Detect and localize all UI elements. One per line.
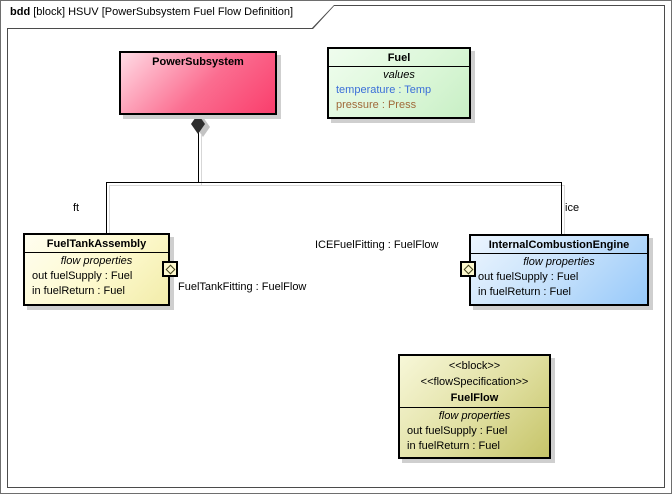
compartment-label: flow properties — [523, 256, 595, 268]
flow-property-out: out fuelSupply : Fuel — [478, 271, 579, 283]
port-fuel-tank-fitting[interactable] — [162, 261, 178, 277]
compartment-label: flow properties — [438, 410, 511, 422]
block-fuel[interactable]: Fuel values temperature : Temp pressure … — [327, 47, 471, 119]
block-internal-combustion-engine[interactable]: InternalCombustionEngine flow properties… — [469, 234, 649, 306]
frame-tab-border — [7, 5, 335, 29]
compartment-separator — [25, 252, 168, 253]
block-fuel-flow[interactable]: <<block>> <<flowSpecification>> FuelFlow… — [398, 354, 551, 459]
block-title: Fuel — [387, 52, 411, 64]
port-label-fuel-tank-fitting[interactable]: FuelTankFitting : FuelFlow — [178, 281, 307, 293]
port-ice-fuel-fitting[interactable] — [460, 261, 476, 277]
flow-port-diamond-icon — [463, 264, 473, 274]
role-label-ice[interactable]: ice — [565, 202, 580, 214]
diagram-frame — [7, 5, 665, 488]
compartment-label: values — [383, 69, 415, 81]
composite-diamond-icon[interactable] — [191, 114, 205, 134]
values-compartment: values temperature : Temp pressure : Pre… — [329, 67, 469, 113]
flow-property-in: in fuelReturn : Fuel — [407, 440, 500, 452]
flow-property-out: out fuelSupply : Fuel — [32, 270, 133, 282]
value-property-temperature: temperature : Temp — [336, 84, 432, 96]
stereotype-block: <<block>> — [448, 360, 501, 372]
block-title: InternalCombustionEngine — [488, 239, 630, 251]
flow-port-diamond-icon — [165, 264, 175, 274]
port-label-ice-fuel-fitting[interactable]: ICEFuelFitting : FuelFlow — [315, 239, 439, 251]
role-label-ft[interactable]: ft — [73, 202, 80, 214]
frame-title: [block] HSUV [PowerSubsystem Fuel Flow D… — [30, 6, 294, 18]
connector-horizontal-line[interactable] — [106, 182, 562, 183]
flow-property-out: out fuelSupply : Fuel — [407, 425, 508, 437]
flow-property-in: in fuelReturn : Fuel — [478, 286, 571, 298]
flow-properties-compartment: flow properties out fuelSupply : Fuel in… — [25, 253, 168, 299]
flow-properties-compartment: flow properties out fuelSupply : Fuel in… — [400, 408, 549, 454]
block-power-subsystem[interactable]: PowerSubsystem — [119, 51, 277, 115]
frame-kind-keyword: bdd — [10, 6, 31, 18]
flow-properties-compartment: flow properties out fuelSupply : Fuel in… — [471, 254, 647, 300]
value-property-pressure: pressure : Press — [336, 99, 417, 111]
compartment-label: flow properties — [60, 255, 133, 267]
connector-shadow — [109, 185, 565, 186]
stereotype-flow-specification: <<flowSpecification>> — [420, 376, 529, 388]
connector-drop-fueltank-line[interactable] — [106, 182, 107, 233]
block-fuel-tank-assembly[interactable]: FuelTankAssembly flow properties out fue… — [23, 233, 170, 306]
connector-stem-line[interactable] — [198, 132, 199, 183]
compartment-separator — [329, 66, 469, 67]
connector-shadow — [109, 185, 110, 233]
flow-property-in: in fuelReturn : Fuel — [32, 285, 125, 297]
block-title: FuelTankAssembly — [46, 238, 147, 250]
block-title: FuelFlow — [450, 392, 499, 404]
frame-header: bdd [block] HSUV [PowerSubsystem Fuel Fl… — [10, 1, 293, 24]
compartment-separator — [400, 407, 549, 408]
connector-shadow — [201, 135, 202, 185]
connector-drop-engine-line[interactable] — [561, 182, 562, 234]
connector-shadow — [564, 185, 565, 234]
compartment-separator — [471, 253, 647, 254]
frame-tab — [7, 5, 334, 28]
block-title: PowerSubsystem — [152, 56, 244, 68]
